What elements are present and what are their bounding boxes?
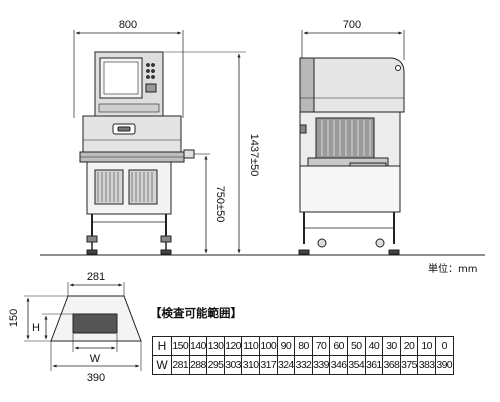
w-value-cell: 324	[276, 355, 296, 375]
aperture-top-width: 281	[87, 271, 105, 283]
unit-label: 単位：mm	[428, 264, 478, 275]
w-value-cell: 346	[329, 355, 348, 375]
h-value-cell: 100	[258, 336, 278, 356]
w-value-cell: 361	[364, 355, 384, 375]
w-value-cell: 303	[223, 355, 243, 375]
aperture-h-label: H	[32, 322, 40, 334]
w-value-cell: 339	[311, 355, 331, 375]
w-value-cell: 368	[382, 355, 401, 375]
front-width-label: 800	[119, 19, 137, 31]
w-value-cell: 281	[171, 355, 190, 375]
h-value-cell: 120	[223, 336, 243, 356]
aperture-w-label: W	[90, 353, 101, 365]
h-value-cell: 70	[311, 336, 331, 356]
h-value-cell: 80	[294, 336, 313, 356]
h-value-cell: 110	[241, 336, 260, 356]
row-h-label: H	[152, 336, 172, 356]
w-value-cell: 288	[188, 355, 208, 375]
h-value-cell: 30	[382, 336, 401, 356]
h-value-cell: 20	[399, 336, 419, 356]
h-value-cell: 150	[171, 336, 190, 356]
aperture-diagram	[24, 282, 142, 371]
inspection-range-title: 【検査可能範囲】	[150, 306, 242, 320]
aperture-height: 150	[8, 309, 20, 327]
w-value-cell: 317	[258, 355, 278, 375]
h-value-cell: 0	[434, 336, 454, 356]
conveyor-height-label: 750±50	[214, 186, 226, 223]
side-depth-label: 700	[343, 19, 361, 31]
sample-window	[72, 313, 118, 334]
h-value-cell: 60	[329, 336, 348, 356]
aperture-bottom-width: 390	[87, 372, 105, 384]
w-value-cell: 383	[417, 355, 436, 375]
w-value-cell: 332	[294, 355, 313, 375]
h-value-cell: 40	[364, 336, 384, 356]
side-view	[298, 30, 405, 255]
total-height-label: 1437±50	[248, 134, 260, 177]
front-view	[73, 30, 246, 255]
w-value-cell: 390	[434, 355, 454, 375]
h-value-cell: 130	[206, 336, 225, 356]
h-value-cell: 50	[346, 336, 366, 356]
h-value-cell: 90	[276, 336, 296, 356]
w-value-cell: 310	[241, 355, 260, 375]
w-value-cell: 375	[399, 355, 419, 375]
w-value-cell: 354	[346, 355, 366, 375]
h-value-cell: 140	[188, 336, 208, 356]
h-value-cell: 10	[417, 336, 436, 356]
w-value-cell: 295	[206, 355, 225, 375]
row-w-label: W	[152, 355, 172, 375]
